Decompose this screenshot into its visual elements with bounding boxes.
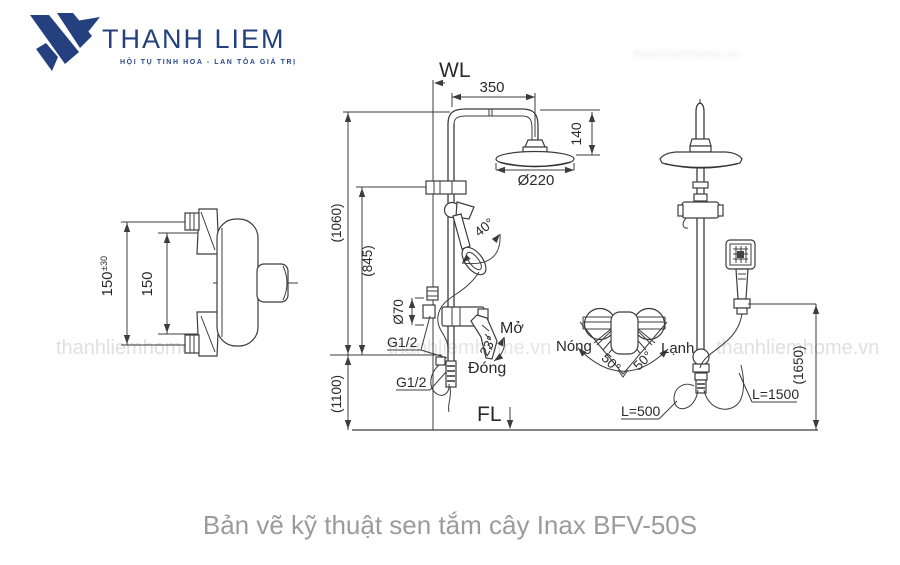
label-close: Đóng [468,360,506,377]
wall-line-label: WL [439,59,471,82]
angle-lever-label: 23° [477,333,500,358]
dim-arm-length-label: 350 [479,79,504,96]
dim-holder-to-valve-label: (845) [360,245,375,277]
hose-long-label: L=1500 [752,386,799,402]
watermark-center: thanhliemhome.vn [388,337,552,359]
logo: THANH LIEM HỘI TỤ TINH HOA - LAN TỎA GIÁ… [30,13,295,77]
dim-valve-to-floor-label: (1100) [329,375,344,413]
dim-height-label: (1650) [791,345,806,384]
side-dim-inner-label: 150 [139,271,156,296]
watermark-faded: thanhliemhome.vn [633,46,740,61]
watermark-right: thanhliemhome.vn [716,337,880,359]
brand-tagline: HỘI TỤ TINH HOA - LAN TỎA GIÁ TRỊ [120,59,297,66]
angle-holder-label: 40° [472,215,497,239]
logo-mark-icon [30,13,100,71]
side-dim-overall-label: 150 [99,271,116,296]
thread-bottom-label: G1/2 [396,374,427,390]
floor-line-label: FL [477,403,502,426]
dim-escutcheon-label: Ø70 [391,299,406,325]
side-view: 150 ±30 150 [99,208,298,357]
label-open: Mở [500,320,524,337]
front-view: WL 350 140 Ø220 [329,59,818,431]
profile-view: L=500 L=1500 (1650) Nóng Lạnh [556,99,820,430]
brand-name: THANH LIEM [102,24,286,54]
label-hot: Nóng [556,338,592,355]
page-title: Bản vẽ kỹ thuật sen tắm cây Inax BFV-50S [202,510,698,540]
hose-short-label: L=500 [621,403,661,419]
watermark-left: thanhliemhome.vn [56,337,220,359]
dim-head-height-label: 140 [568,122,584,146]
thread-top-label: G1/2 [387,334,418,350]
side-dim-tolerance-label: ±30 [99,256,109,271]
dim-head-diameter-label: Ø220 [518,172,555,189]
label-cold: Lạnh [661,340,694,357]
dim-wl-to-valve-label: (1060) [329,203,344,242]
